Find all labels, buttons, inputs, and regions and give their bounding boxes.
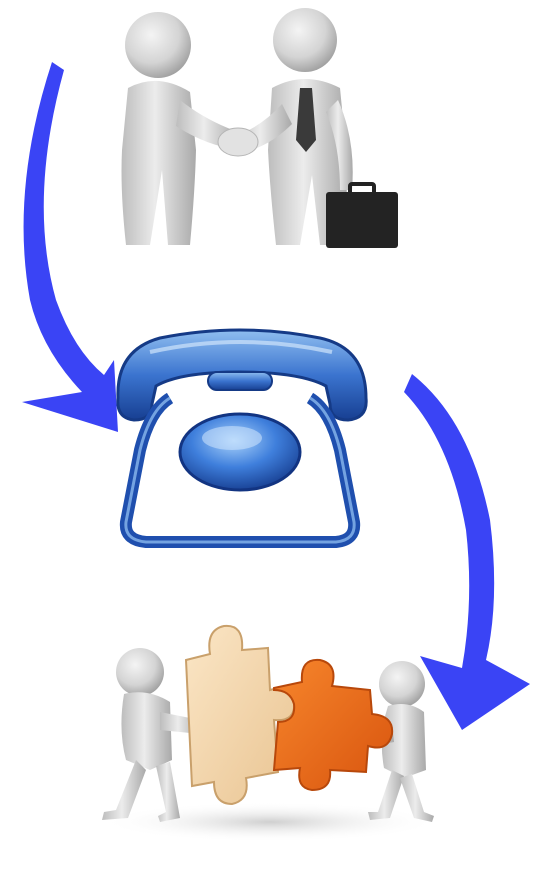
briefcase [326, 192, 398, 248]
puzzle-piece-orange [274, 660, 392, 790]
puzzle-pieces-icon [100, 626, 440, 842]
left-figure-with-puzzle [102, 648, 200, 822]
telephone-icon [118, 330, 366, 542]
clasped-hands [218, 128, 258, 156]
left-person-figure [122, 12, 239, 245]
puzzle-piece-cream [186, 626, 294, 804]
telephone-dial [180, 414, 300, 490]
curved-arrow-down-icon [22, 62, 118, 432]
handshake-icon [122, 8, 399, 248]
